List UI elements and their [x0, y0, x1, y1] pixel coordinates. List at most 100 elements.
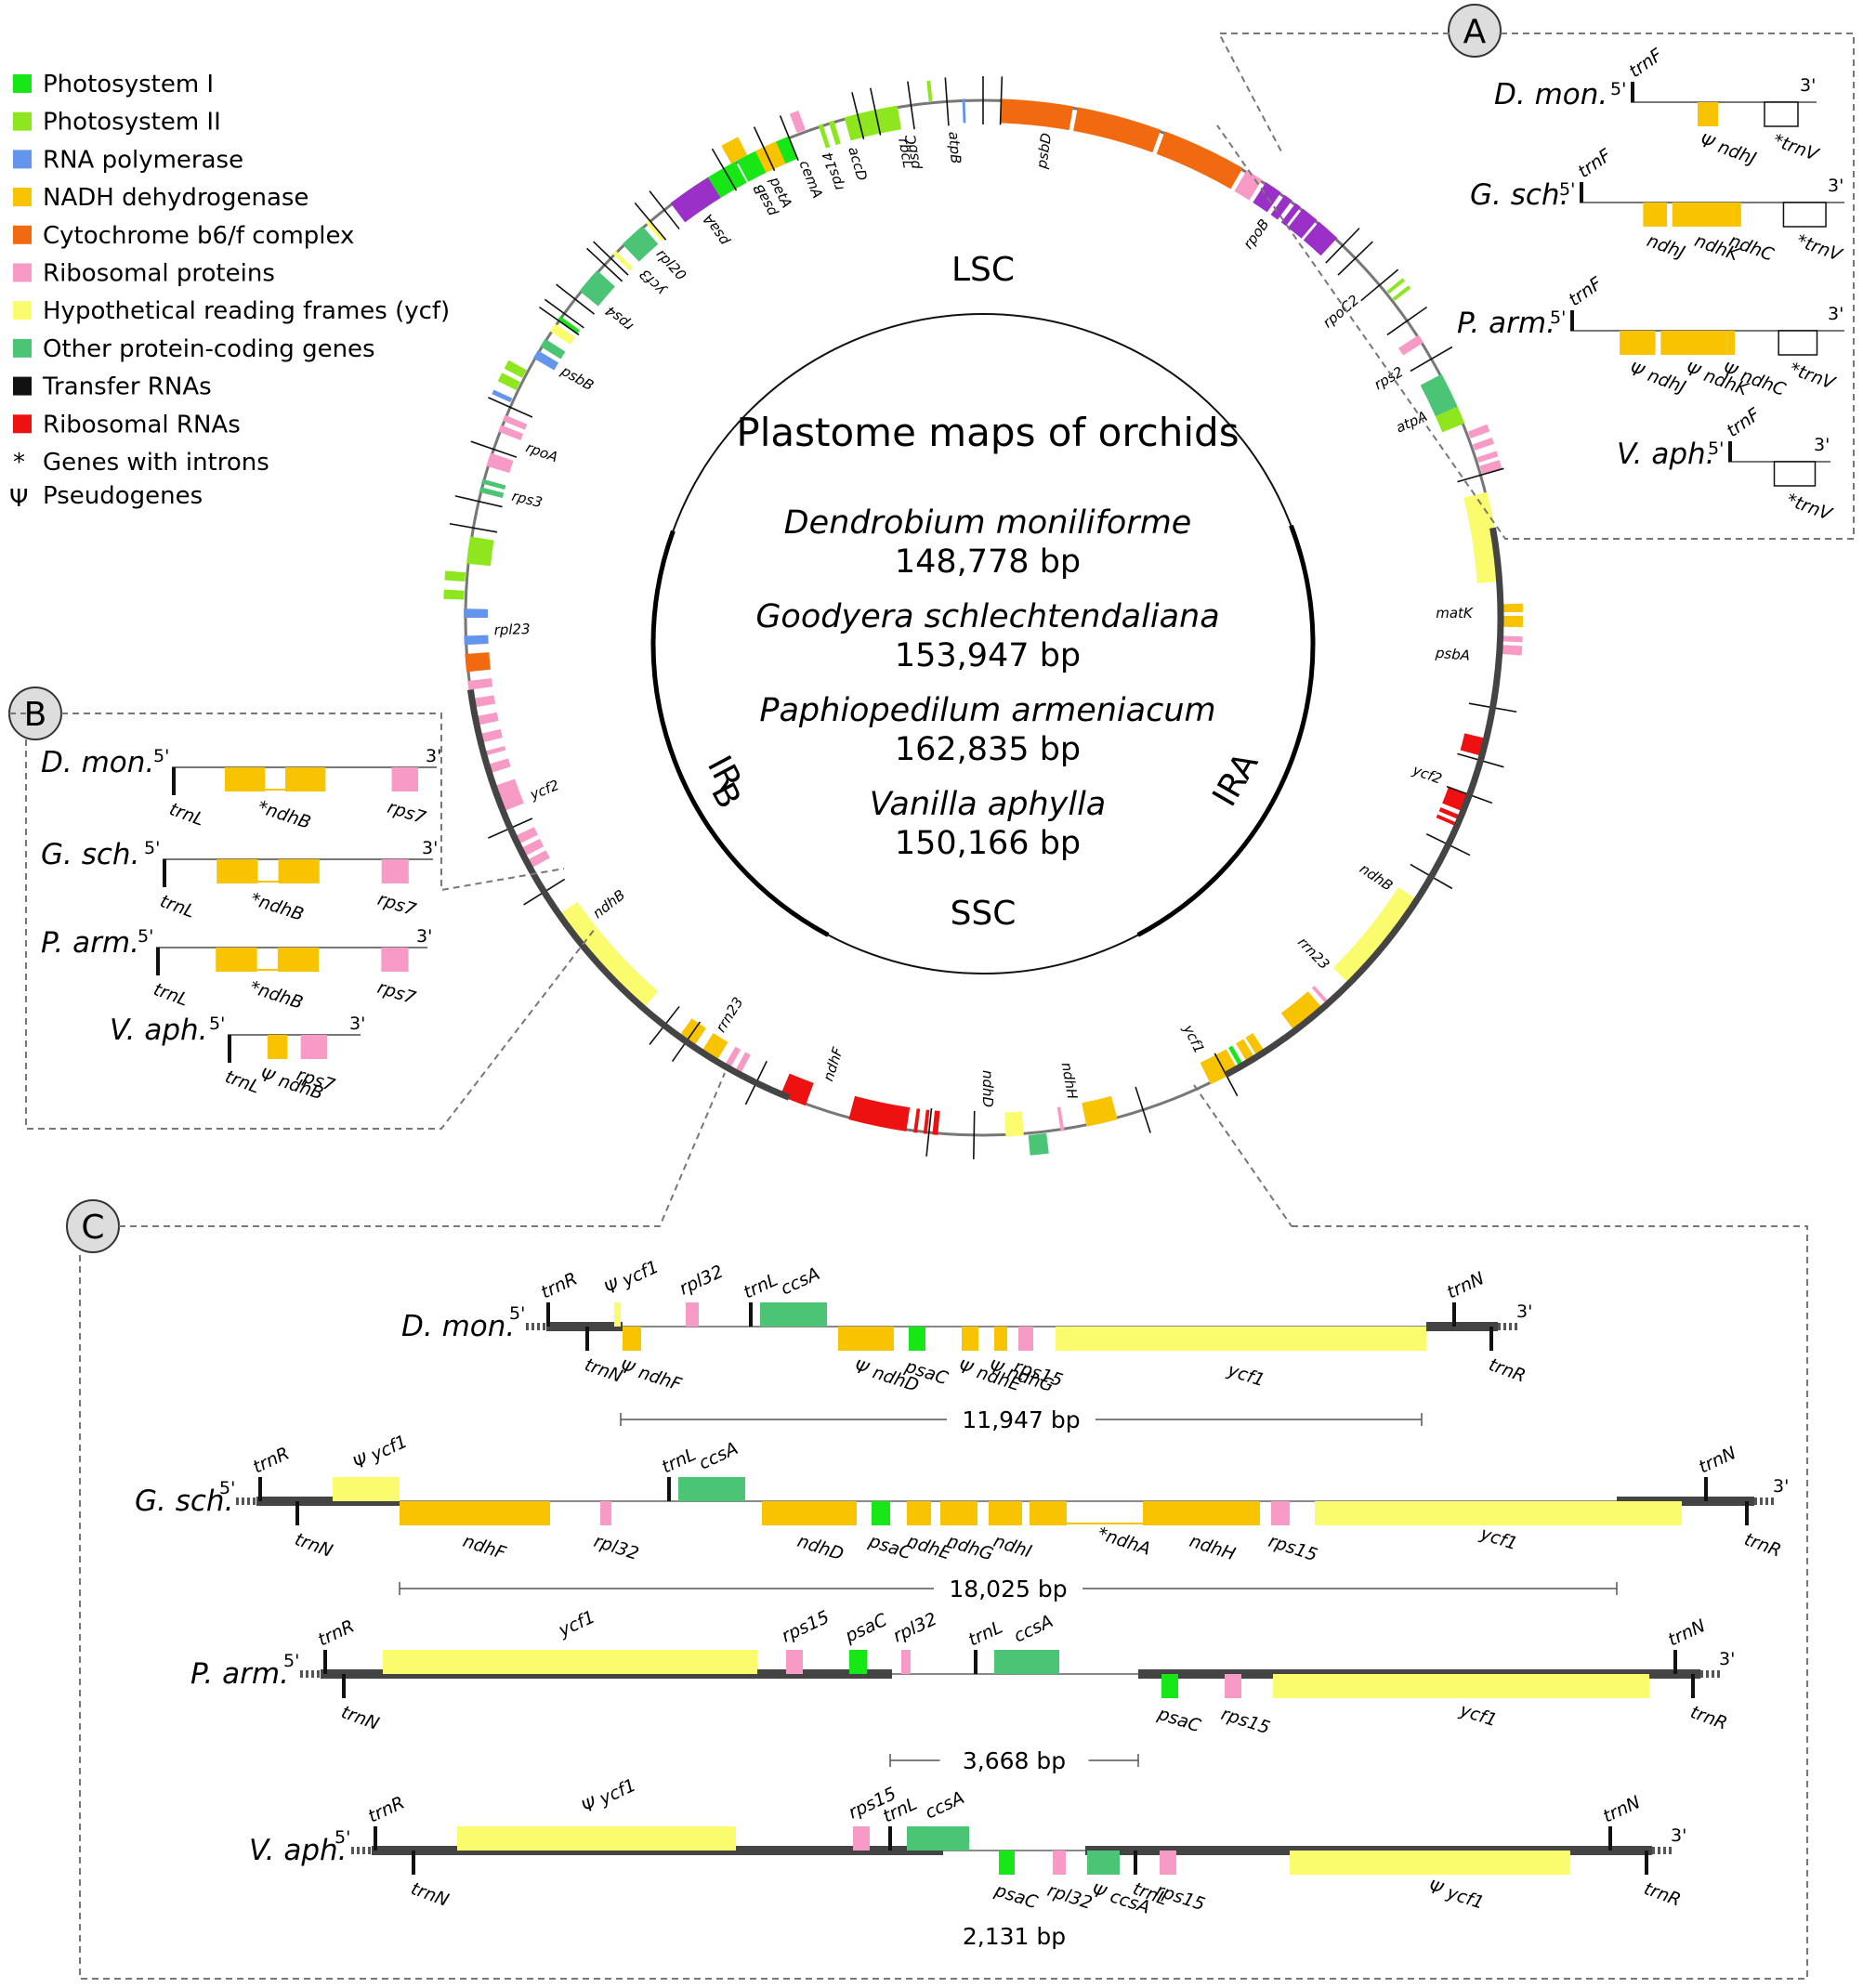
- legend-pseudo-symbol: Ψ: [9, 485, 28, 513]
- panel-c-trna-label: trnR: [365, 1792, 408, 1826]
- panel-a-gene-label: Ψ ndhJ: [1697, 130, 1759, 169]
- species-name: Paphiopedilum armeniacum: [759, 692, 1215, 729]
- panel-c-gene-label: *ndhA: [1095, 1524, 1153, 1560]
- legend-label: Ribosomal RNAs: [43, 411, 241, 438]
- panel-c-gene-block: [1225, 1674, 1241, 1698]
- panel-c-gene-label: ycf1: [1477, 1524, 1520, 1555]
- species-size: 150,166 bp: [895, 825, 1081, 862]
- panel-b-five: 5': [153, 746, 169, 766]
- circle-gene-block: [1156, 131, 1243, 190]
- circle-gene-block: [532, 350, 559, 371]
- legend-label: Ribosomal proteins: [43, 260, 275, 288]
- panel-a-five: 5': [1610, 79, 1626, 99]
- panel-c-trna-label: trnL: [741, 1270, 781, 1303]
- circle-gene-block: [1280, 991, 1324, 1033]
- panel-b-row-label: V. aph.: [110, 1014, 208, 1047]
- panel-c-trna-label: trnR: [250, 1443, 293, 1477]
- legend-swatch: [13, 414, 32, 434]
- panel-a-gene-block: [1698, 102, 1718, 126]
- circle-gene-block: [465, 652, 491, 673]
- panel-c-gene-label: rpl32: [591, 1531, 641, 1564]
- panel-b-five: 5': [209, 1014, 225, 1034]
- circle-trna-tick: [999, 76, 1004, 125]
- circle-gene-block: [504, 360, 527, 378]
- panel-c-gene-label: rpl32: [890, 1609, 940, 1647]
- legend-label: Transfer RNAs: [42, 373, 212, 401]
- panel-a-row-label: D. mon.: [1494, 78, 1607, 111]
- panel-c-gene-block: [872, 1501, 890, 1525]
- circle-gene-label: ndhH: [1058, 1061, 1082, 1100]
- circle-gene-block: [1398, 334, 1424, 356]
- circle-gene-label: rpoC2: [1319, 292, 1362, 332]
- panel-b-three: 3': [426, 746, 441, 766]
- panel-c-gene-block: [838, 1327, 894, 1351]
- panel-c-trna-label: trnN: [1665, 1615, 1709, 1650]
- circle-trna-tick: [907, 81, 915, 130]
- circle-gene-block: [464, 608, 489, 618]
- panel-b-exon-1: [216, 948, 257, 972]
- panel-c-gene-block: [1030, 1501, 1067, 1525]
- panel-a-gene-label: *trnV: [1794, 230, 1846, 266]
- panel-b-exon-1: [225, 767, 266, 791]
- panel-b-trnL-label: trnL: [222, 1066, 262, 1098]
- legend-swatch: [13, 263, 32, 282]
- svg-text:B: B: [24, 696, 47, 734]
- circle-gene-block: [1280, 203, 1301, 227]
- panel-a-gene-block: [1733, 203, 1741, 227]
- panel-c-five: 5': [335, 1827, 350, 1848]
- circle-gene-block: [1438, 806, 1463, 821]
- circle-gene-label: ndhB: [590, 886, 629, 922]
- panel-b-exon-2: [284, 767, 326, 791]
- circle-gene-block: [1004, 1111, 1024, 1137]
- panel-c-gene-label: ccsA: [778, 1263, 823, 1299]
- panel-b-trnL-label: trnL: [157, 891, 197, 922]
- circle-gene-block: [473, 712, 499, 726]
- circle-gene-label: rbcL: [895, 137, 916, 169]
- svg-text:C: C: [81, 1209, 104, 1247]
- panel-a-row-label: V. aph.: [1617, 438, 1715, 471]
- circle-gene-block: [848, 1095, 911, 1131]
- circle-gene-block: [1436, 814, 1461, 828]
- panel-c-gene-label: rps15: [1218, 1704, 1272, 1739]
- circle-gene-block: [1386, 278, 1406, 294]
- panel-a-three: 3': [1814, 435, 1830, 455]
- circle-trna-tick: [973, 1110, 976, 1159]
- circle-gene-block: [670, 177, 721, 223]
- ir-arc: [1224, 527, 1504, 1078]
- legend-introns-label: Genes with introns: [43, 449, 269, 477]
- circle-gene-block: [497, 373, 520, 390]
- panel-c-gene-block: [1161, 1674, 1178, 1698]
- circle-trna-tick: [1386, 306, 1428, 336]
- legend-swatch: [13, 150, 32, 169]
- circle-trna-tick: [870, 87, 882, 136]
- species-size: 148,778 bp: [895, 543, 1081, 581]
- panel-a-trnF-label: trnF: [1723, 404, 1765, 442]
- panel-b-three: 3': [349, 1014, 365, 1034]
- circle-gene-block: [612, 250, 634, 271]
- panel-b-letter: B: [8, 687, 62, 740]
- panel-a-gene-label: Ψ ndhJ: [1627, 359, 1689, 398]
- legend-swatch: [13, 111, 32, 131]
- panel-b-three: 3': [422, 838, 438, 858]
- circle-gene-block: [481, 478, 506, 490]
- panel-c-gene-label: ycf1: [555, 1606, 598, 1641]
- circle-gene-block: [1303, 221, 1338, 256]
- circle-gene-block: [467, 677, 493, 690]
- panel-c-gene-block: [383, 1650, 757, 1674]
- circle-gene-block: [1420, 373, 1458, 417]
- panel-c-gene-block: [999, 1851, 1015, 1875]
- legend-introns-symbol: *: [13, 449, 25, 477]
- circle-gene-block: [1472, 438, 1495, 451]
- panel-c-gene-block: [1018, 1327, 1033, 1351]
- panel-c-gene-block: [760, 1302, 827, 1327]
- panel-c-gene-block: [1087, 1851, 1120, 1875]
- circle-gene-label: rrn23: [1294, 934, 1332, 973]
- circle-gene-block: [844, 105, 902, 141]
- legend-label: Photosystem I: [43, 71, 214, 98]
- circle-gene-block: [1270, 194, 1292, 220]
- panel-c-gene-label: ndhG: [944, 1531, 995, 1565]
- circle-trna-tick: [1325, 228, 1360, 264]
- circle-gene-block: [464, 634, 489, 646]
- legend-label: NADH dehydrogenase: [43, 184, 308, 212]
- circle-gene-block: [1502, 635, 1523, 643]
